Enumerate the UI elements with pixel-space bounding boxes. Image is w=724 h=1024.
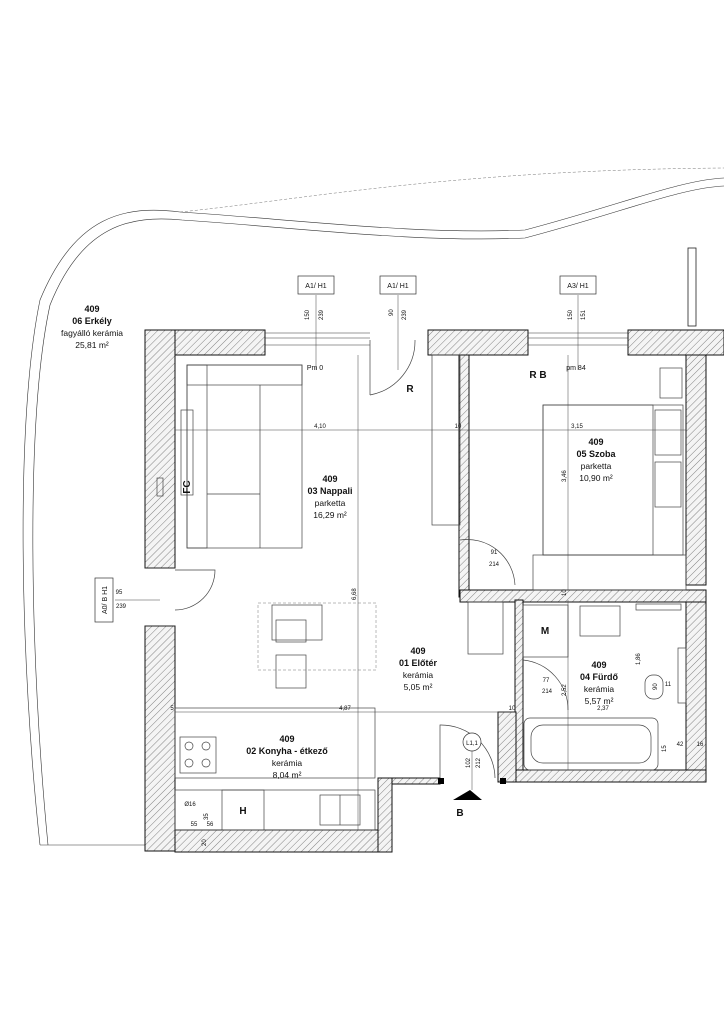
dimension-label: 239 bbox=[319, 309, 325, 320]
szoba-number: 409 bbox=[588, 437, 603, 447]
room-labels: 409 06 Erkély fagyálló kerámia 25,81 m² … bbox=[61, 304, 618, 780]
window-tags bbox=[94, 275, 597, 752]
dimension-label: 15 bbox=[662, 745, 668, 752]
furdo-material: kerámia bbox=[584, 684, 615, 694]
window-tag-a0-b: A0/ B H1 bbox=[102, 586, 109, 614]
eloter-name: 01 Előtér bbox=[399, 658, 438, 668]
eloter-material: kerámia bbox=[403, 670, 434, 680]
dimension-label: 212 bbox=[476, 757, 482, 768]
dimension-label: 239 bbox=[116, 604, 127, 610]
erkely-number: 409 bbox=[84, 304, 99, 314]
dimension-label: 2,52 bbox=[562, 684, 568, 696]
furdo-name: 04 Fürdő bbox=[580, 672, 619, 682]
konyha-area: 8,04 m² bbox=[273, 770, 302, 780]
dimension-labels: 150 239 90 239 150 151 4,10 10 3,15 3,46… bbox=[116, 309, 704, 846]
erkely-material: fagyálló kerámia bbox=[61, 328, 123, 338]
dimension-label: 2,37 bbox=[597, 706, 609, 712]
nappali-number: 409 bbox=[322, 474, 337, 484]
dimension-label: 10 bbox=[509, 706, 516, 712]
dimension-label: 1,86 bbox=[636, 653, 642, 665]
tag-labels: A1/ H1 A1/ H1 A3/ H1 A0/ B H1 L1,1 bbox=[102, 283, 589, 747]
walls bbox=[144, 329, 724, 853]
konyha-material: kerámia bbox=[272, 758, 303, 768]
dimension-label: 6,68 bbox=[352, 588, 358, 600]
dimension-label: 239 bbox=[402, 309, 408, 320]
erkely-area: 25,81 m² bbox=[75, 340, 109, 350]
dimension-label: 20 bbox=[202, 839, 208, 846]
furdo-number: 409 bbox=[591, 660, 606, 670]
dimension-label: 11 bbox=[665, 682, 672, 688]
window-tag-a1-mid: A1/ H1 bbox=[387, 283, 409, 290]
dimension-label: 102 bbox=[466, 757, 472, 768]
szoba-area: 10,90 m² bbox=[579, 473, 613, 483]
furdo-area: 5,57 m² bbox=[585, 696, 614, 706]
szoba-material: parketta bbox=[581, 461, 612, 471]
dimension-label: 55 bbox=[191, 822, 198, 828]
rb-label: R B bbox=[529, 370, 546, 381]
konyha-number: 409 bbox=[279, 734, 294, 744]
b-label: B bbox=[456, 808, 463, 819]
dimension-label: 16 bbox=[697, 742, 704, 748]
dimension-label: 150 bbox=[568, 309, 574, 320]
dimension-label: 35 bbox=[204, 813, 210, 820]
dimension-label: 150 bbox=[305, 309, 311, 320]
dimension-label: 10 bbox=[455, 424, 462, 430]
konyha-name: 02 Konyha - étkező bbox=[246, 746, 328, 756]
nappali-area: 16,29 m² bbox=[313, 510, 347, 520]
szoba-name: 05 Szoba bbox=[576, 449, 616, 459]
dimension-label: 10 bbox=[562, 589, 568, 596]
h-label: H bbox=[239, 806, 246, 817]
dimension-label: 3,15 bbox=[571, 424, 583, 430]
dimension-lines bbox=[115, 295, 686, 830]
dimension-label: 90 bbox=[389, 309, 395, 316]
dimension-label: 95 bbox=[116, 590, 123, 596]
m-label: M bbox=[541, 626, 549, 637]
dimension-label: Ø16 bbox=[184, 802, 196, 808]
dimension-label: 3,46 bbox=[562, 470, 568, 482]
dimension-label: 90 bbox=[653, 683, 659, 690]
erkely-name: 06 Erkély bbox=[72, 316, 112, 326]
dimension-label: 77 bbox=[543, 678, 550, 684]
eloter-number: 409 bbox=[410, 646, 425, 656]
window-tag-a1-left: A1/ H1 bbox=[305, 283, 327, 290]
annotation-labels: Pm 0 pm 84 R R B FC M H B bbox=[182, 365, 586, 819]
nappali-material: parketta bbox=[315, 498, 346, 508]
r-label: R bbox=[406, 384, 414, 395]
fc-label: FC bbox=[182, 480, 193, 493]
dimension-label: 151 bbox=[581, 309, 587, 320]
dimension-label: 4,10 bbox=[314, 424, 326, 430]
window-tag-a3: A3/ H1 bbox=[567, 283, 589, 290]
door-tag-l1: L1,1 bbox=[466, 741, 478, 747]
dimension-label: 5 bbox=[170, 706, 174, 712]
dimension-label: 56 bbox=[207, 822, 214, 828]
eloter-area: 5,05 m² bbox=[404, 682, 433, 692]
dimension-label: 214 bbox=[489, 562, 500, 568]
dimension-label: 42 bbox=[677, 742, 684, 748]
dimension-label: 91 bbox=[491, 550, 498, 556]
pm0-label: Pm 0 bbox=[307, 365, 323, 372]
furniture bbox=[156, 339, 687, 831]
pm84-label: pm 84 bbox=[566, 365, 586, 372]
dimension-label: 214 bbox=[542, 689, 553, 695]
nappali-name: 03 Nappali bbox=[307, 486, 352, 496]
dimension-label: 4,87 bbox=[339, 706, 351, 712]
balcony-outline bbox=[22, 167, 724, 846]
